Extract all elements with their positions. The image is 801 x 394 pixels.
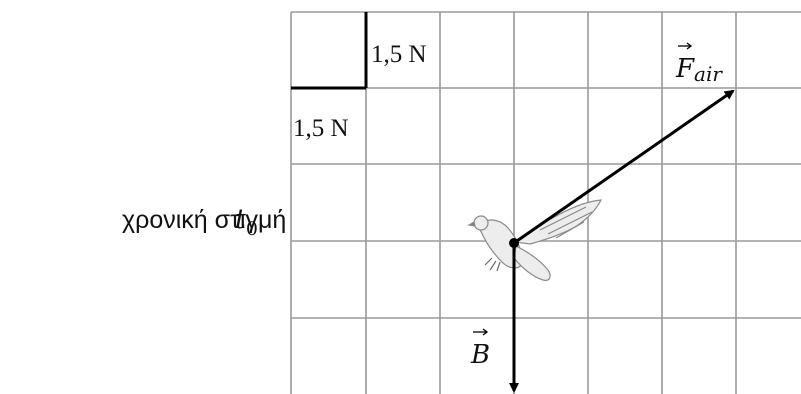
air-force-label-subscript: air: [694, 62, 723, 86]
scale-label-horizontal: 1,5 N: [371, 41, 427, 68]
air-force-label-letter: F: [675, 54, 695, 84]
air-force-label: Fair: [675, 42, 723, 86]
time-symbol-letter: t: [235, 204, 246, 235]
air-force-overarrow-head: [686, 42, 693, 50]
scale-label-vertical: 1,5 N: [293, 115, 349, 142]
weight-force-label-letter: B: [470, 340, 490, 370]
air-force-arrow: [513, 89, 735, 245]
weight-force-label: B: [470, 328, 490, 370]
svg-text:Fair: Fair: [675, 54, 723, 86]
time-symbol: t0: [235, 204, 258, 240]
vectors: [509, 89, 735, 393]
weight-force-overarrow-head: [482, 328, 489, 336]
pigeon-icon: [467, 199, 603, 281]
time-caption-label: χρονική στιγμή: [122, 206, 286, 234]
scale-box: [291, 12, 368, 90]
application-point-dot: [509, 238, 519, 248]
time-symbol-subscript: 0: [246, 218, 258, 240]
